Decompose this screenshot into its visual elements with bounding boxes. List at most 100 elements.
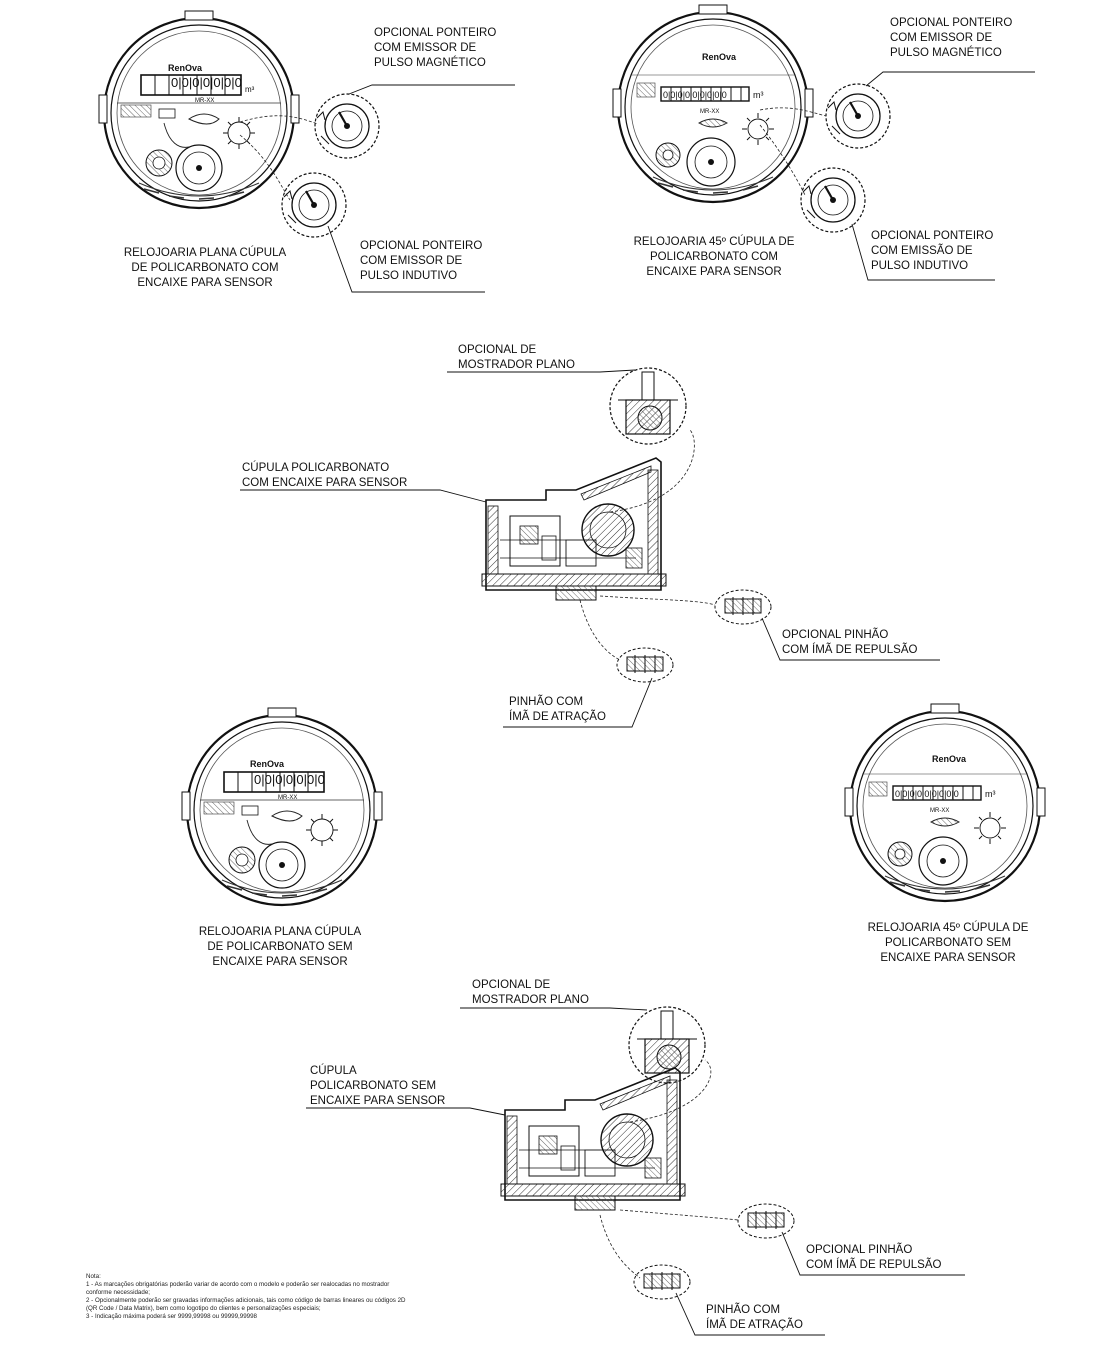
label-pulso-magnetico-1: OPCIONAL PONTEIRO COM EMISSOR DE PULSO M… [374,26,496,71]
label-line: PINHÃO COM [509,696,584,708]
model-2: MR-XX [700,109,719,115]
label-line: ENCAIXE PARA SENSOR [310,1095,446,1107]
leader-line [240,489,487,503]
brand-logo-1: RenOva [168,63,203,73]
dial-plana-com-encaixe [97,9,301,210]
brand-logo-4: RenOva [932,754,967,764]
label-line: PULSO MAGNÉTICO [374,57,486,69]
label-line: OPCIONAL DE [458,344,537,356]
label-line: RELOJOARIA PLANA CÚPULA [123,247,287,259]
dial-45-sem-encaixe [843,702,1047,903]
leader-line [781,1231,965,1276]
note-line: 1 - As marcações obrigatórias poderão va… [86,1281,390,1288]
label-cupula-com-encaixe: CÚPULA POLICARBONATO COM ENCAIXE PARA SE… [242,461,407,491]
leader-curve [579,599,621,661]
label-line: COM EMISSÃO DE [871,245,973,257]
label-line: ENCAIXE PARA SENSOR [137,277,273,289]
pinion-atracao-1 [616,647,674,683]
leader-curve [239,134,291,201]
note-line: conforme necessidade; [86,1289,150,1296]
label-line: OPCIONAL PONTEIRO [871,230,994,242]
dial-45-com-encaixe [611,3,815,204]
label-line: COM EMISSOR DE [890,32,993,44]
notes-block: Nota: 1 - As marcações obrigatórias pode… [86,1273,406,1321]
leader-line [675,1292,825,1336]
leader-line [865,71,1035,87]
label-line: ENCAIXE PARA SENSOR [212,956,348,968]
model-3: MR-XX [278,795,297,801]
label-line: OPCIONAL PINHÃO [806,1244,913,1256]
label-line: PINHÃO COM [706,1304,781,1316]
brand-logo-2: RenOva [702,52,737,62]
leader-curve [619,1209,739,1221]
caption-plana-com-encaixe: RELOJOARIA PLANA CÚPULA DE POLICARBONATO… [109,246,301,291]
label-line: ENCAIXE PARA SENSOR [646,266,782,278]
unit-2: m³ [753,90,764,100]
dial-plana-sem-encaixe [180,706,384,907]
leader-line [306,1107,506,1116]
leader-curve [599,1214,641,1279]
caption-45-sem-encaixe: RELOJOARIA 45º CÚPULA DE POLICARBONATO S… [850,921,1046,966]
label-line: POLICARBONATO SEM [310,1080,437,1092]
label-line: DE POLICARBONATO SEM [207,941,353,953]
leader-line [348,84,515,95]
label-line: ÍMÃ DE ATRAÇÃO [509,711,606,723]
label-line: RELOJOARIA 45º CÚPULA DE [867,922,1029,934]
caption-45-com-encaixe: RELOJOARIA 45º CÚPULA DE POLICARBONATO C… [618,235,810,280]
label-atracao-1: PINHÃO COM ÍMÃ DE ATRAÇÃO [509,695,606,725]
label-pulso-indutivo-1: OPCIONAL PONTEIRO COM EMISSOR DE PULSO I… [360,239,482,284]
label-line: PULSO INDUTIVO [360,270,458,282]
cross-section-com-encaixe [481,457,667,601]
pinion-repulsao-2 [737,1203,795,1239]
bubble-magnetico-1 [313,92,381,160]
label-line: RELOJOARIA PLANA CÚPULA [198,926,362,938]
bubble-indutivo-2 [799,166,867,234]
leader-line [447,369,636,373]
label-line: COM ÍMÃ DE REPULSÃO [806,1259,942,1271]
label-line: OPCIONAL PONTEIRO [374,27,497,39]
bubble-mostrador-1 [609,367,687,445]
leader-curve [759,124,806,196]
leader-curve [239,115,319,125]
label-line: COM EMISSOR DE [374,42,477,54]
label-line: ENCAIXE PARA SENSOR [880,952,1016,964]
model-1: MR-XX [195,98,214,104]
label-line: PULSO MAGNÉTICO [890,47,1002,59]
label-line: ÍMÃ DE ATRAÇÃO [706,1319,803,1331]
label-line: OPCIONAL DE [472,979,551,991]
leader-line [851,223,995,281]
note-line: 2 - Opcionalmente poderão ser gravadas i… [86,1297,406,1304]
model-4: MR-XX [930,808,949,814]
label-line: POLICARBONATO COM [649,251,778,263]
counter-digits-1: 0|0|0|0|0|0|0 [171,75,242,90]
leader-curve [629,1059,712,1123]
label-repulsao-1: OPCIONAL PINHÃO COM ÍMÃ DE REPULSÃO [782,628,917,658]
label-line: CÚPULA [310,1065,357,1077]
label-repulsao-2: OPCIONAL PINHÃO COM ÍMÃ DE REPULSÃO [806,1243,941,1273]
label-cupula-sem-encaixe: CÚPULA POLICARBONATO SEM ENCAIXE PARA SE… [310,1064,445,1109]
label-pulso-indutivo-2: OPCIONAL PONTEIRO COM EMISSÃO DE PULSO I… [871,229,993,274]
bubble-indutivo-1 [280,171,348,239]
leader-line [503,677,653,728]
label-atracao-2: PINHÃO COM ÍMÃ DE ATRAÇÃO [706,1303,803,1333]
bubble-magnetico-2 [824,82,892,150]
label-line: COM EMISSOR DE [360,255,463,267]
label-line: PULSO INDUTIVO [871,260,969,272]
label-line: MOSTRADOR PLANO [472,994,589,1006]
label-line: OPCIONAL PONTEIRO [890,17,1013,29]
label-line: POLICARBONATO SEM [884,937,1012,949]
cross-section-sem-encaixe [500,1067,686,1211]
counter-digits-4: 0|0|0|0|0|0|0|0|0 [895,789,959,799]
counter-digits-2: 0|0|0|0|0|0|0|0|0 [663,90,727,100]
note-line: 3 - Indicação máxima poderá ser 9999,999… [86,1313,257,1320]
label-line: COM ÍMÃ DE REPULSÃO [782,644,918,656]
label-line: OPCIONAL PINHÃO [782,629,889,641]
label-line: DE POLICARBONATO COM [131,262,279,274]
leader-line [327,225,485,293]
label-line: OPCIONAL PONTEIRO [360,240,483,252]
label-line: RELOJOARIA 45º CÚPULA DE [633,236,795,248]
counter-digits-3: 0|0|0|0|0|0|0 [254,772,325,787]
label-pulso-magnetico-2: OPCIONAL PONTEIRO COM EMISSOR DE PULSO M… [890,16,1012,61]
caption-plana-sem-encaixe: RELOJOARIA PLANA CÚPULA DE POLICARBONATO… [182,925,378,970]
